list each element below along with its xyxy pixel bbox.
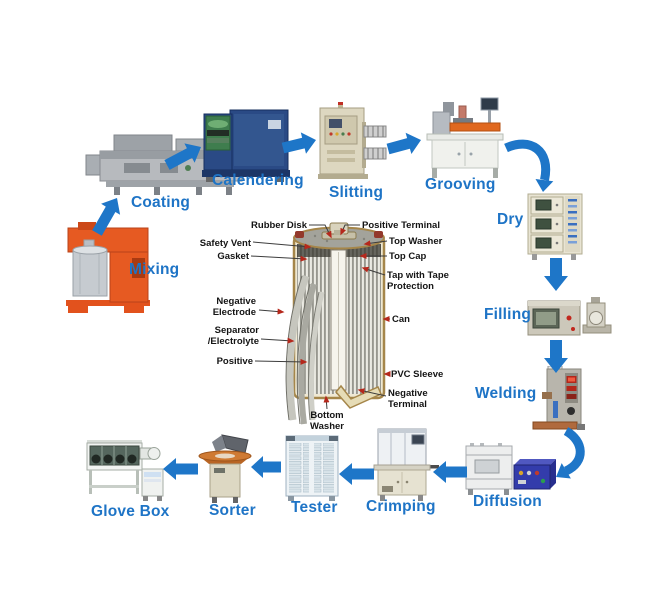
battery-label-top-washer: Top Washer xyxy=(389,236,443,247)
step-label-filling: Filling xyxy=(484,306,532,323)
arrow-tester-to-sorter xyxy=(263,461,281,473)
battery-label-negative-electrode: Negative Electrode xyxy=(212,296,256,319)
step-label-mixing: Mixing xyxy=(129,261,180,278)
step-label-glove-box: Glove Box xyxy=(91,503,170,520)
battery-label-safety-vent: Safety Vent xyxy=(199,238,251,249)
battery-label-bottom-washer: Bottom Washer xyxy=(310,410,344,433)
step-label-tester: Tester xyxy=(291,499,338,516)
step-label-welding: Welding xyxy=(475,385,537,402)
battery-label-pvc-sleeve: PVC Sleeve xyxy=(391,369,444,380)
dry-machine-image xyxy=(527,193,583,260)
glove-box-machine-image xyxy=(86,440,164,501)
battery-label-top-cap: Top Cap xyxy=(389,251,427,262)
step-label-dry: Dry xyxy=(497,211,524,228)
welding-machine-image xyxy=(532,366,585,430)
crimping-machine-image xyxy=(373,428,439,501)
battery-label-positive-terminal: Positive Terminal xyxy=(362,220,440,231)
battery-label-can: Can xyxy=(392,314,410,325)
arrow-sorter-to-glovebox xyxy=(176,463,198,475)
filling-machine-image xyxy=(527,297,612,336)
arrow-welding-to-diffusion xyxy=(563,427,585,476)
arrow-filling-to-welding xyxy=(550,340,562,358)
step-label-slitting: Slitting xyxy=(329,184,384,201)
sorter-machine-image xyxy=(198,434,252,503)
battery-label-tap-with-tape: Tap with Tape Protection xyxy=(387,270,449,293)
arrow-grooving-to-dry xyxy=(504,139,551,181)
step-label-grooving: Grooving xyxy=(425,176,496,193)
mixing-machine-image xyxy=(66,222,150,313)
step-label-sorter: Sorter xyxy=(209,502,256,519)
slitting-machine-image xyxy=(318,102,387,179)
grooving-machine-image xyxy=(426,97,504,178)
diffusion-machine-image xyxy=(465,443,556,495)
step-label-calendering: Calendering xyxy=(212,172,304,189)
battery-label-rubber-disk: Rubber Disk xyxy=(251,220,307,231)
battery-label-separator-electrolyte: Separator /Electrolyte xyxy=(207,325,259,348)
battery-label-negative-terminal: Negative Terminal xyxy=(388,388,428,411)
battery-label-positive: Positive xyxy=(216,356,253,367)
calendering-machine-image xyxy=(202,109,290,182)
step-label-crimping: Crimping xyxy=(366,498,436,515)
arrow-slitting-to-grooving xyxy=(386,132,421,155)
battery-label-gasket: Gasket xyxy=(217,251,249,262)
tester-machine-image xyxy=(285,435,339,501)
step-label-coating: Coating xyxy=(131,194,191,211)
step-label-diffusion: Diffusion xyxy=(473,493,542,510)
battery-cutaway-illustration xyxy=(285,222,386,425)
